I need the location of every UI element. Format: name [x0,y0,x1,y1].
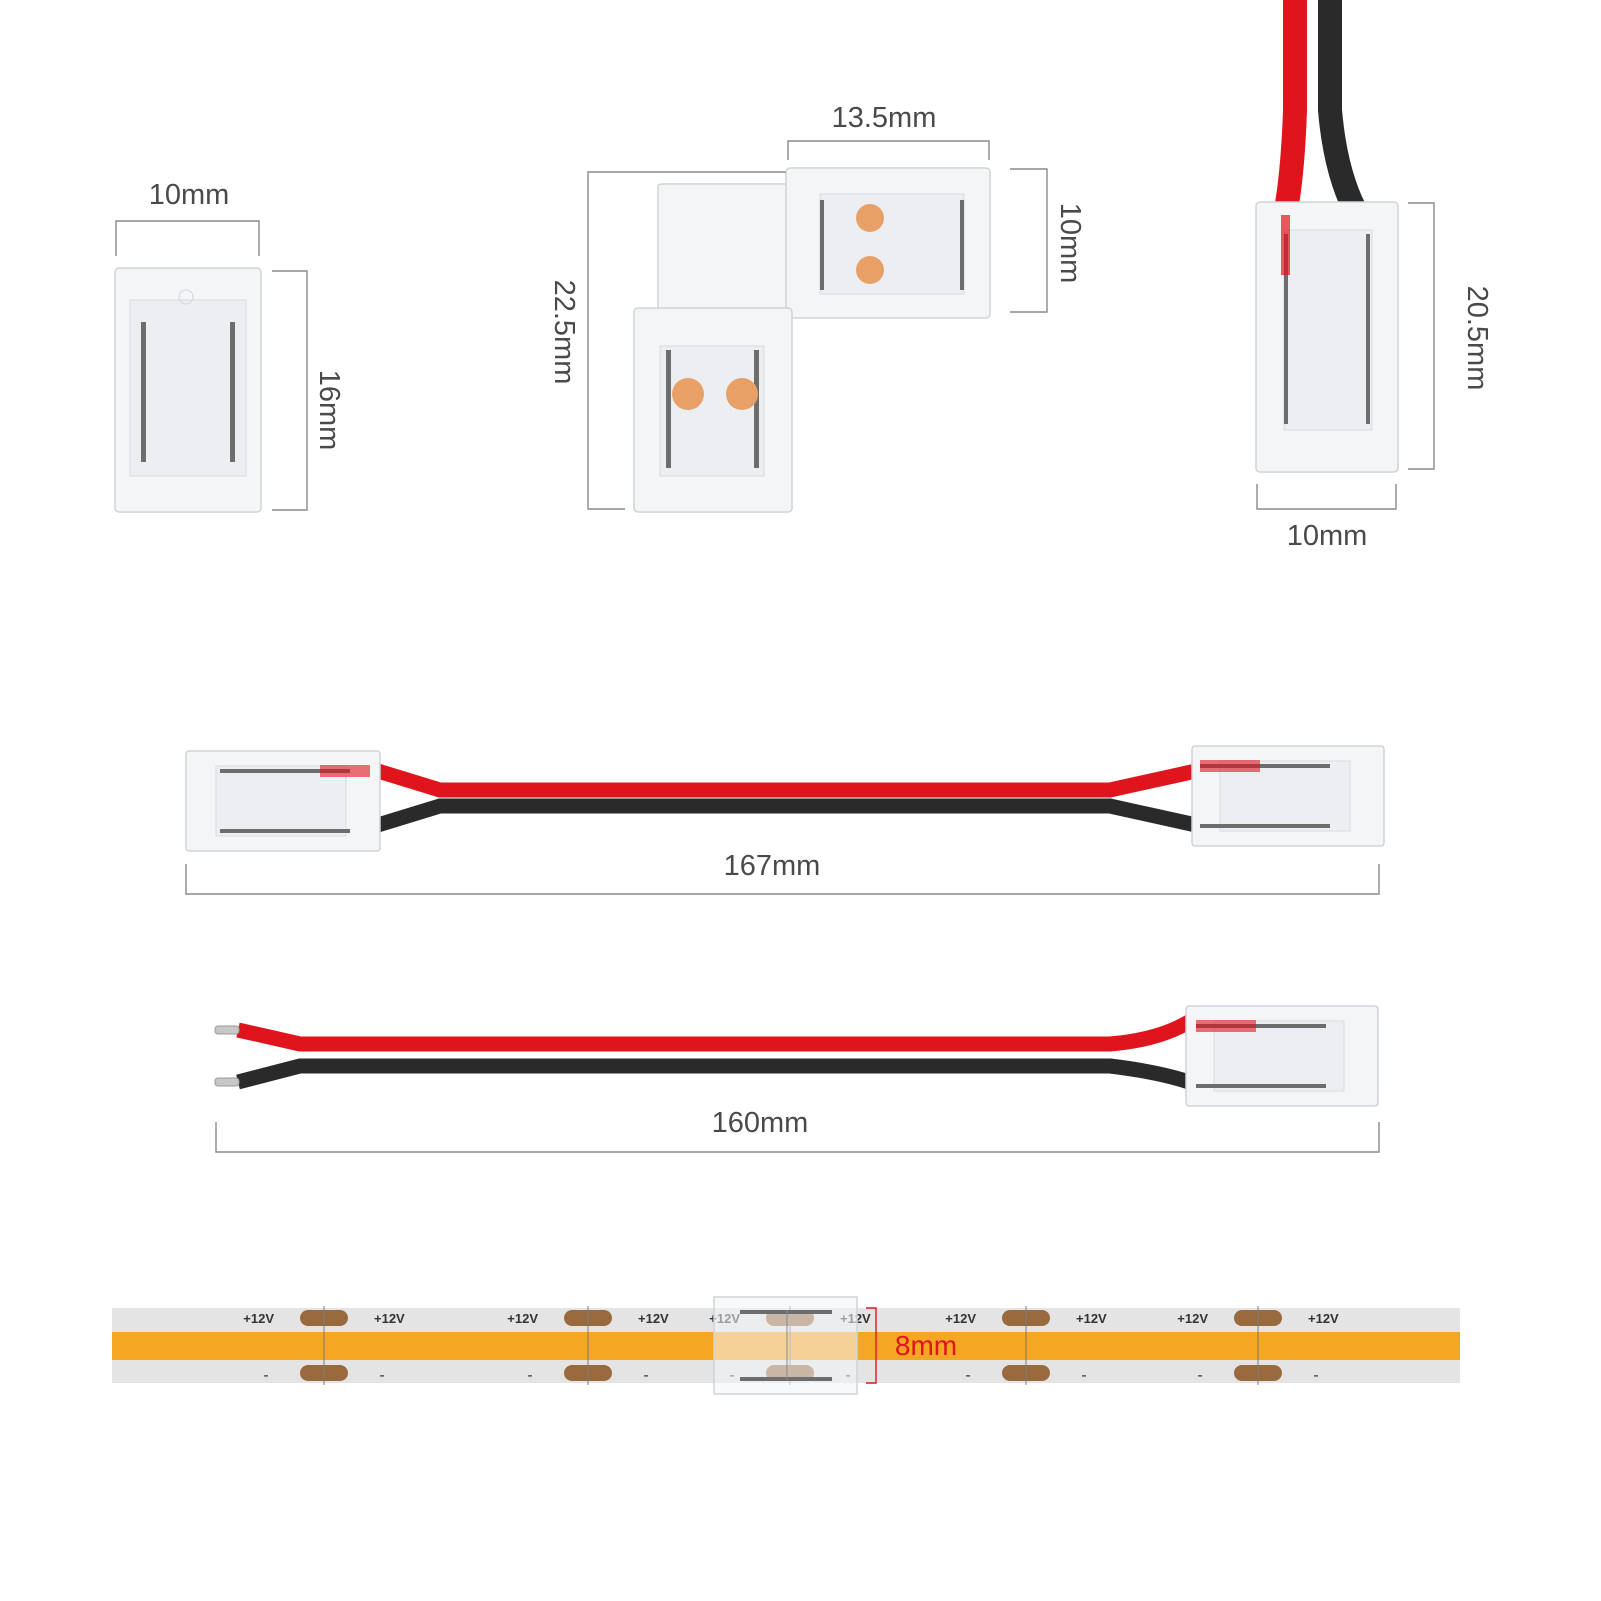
jumper-length-label: 167mm [724,850,821,882]
pigtail-pin-left [1284,234,1288,424]
corner-top-led-1 [856,204,884,232]
strip-connector-pin-top [740,1310,832,1314]
straight-connector-pin-left [141,322,146,462]
strip-minus-label: - [379,1367,384,1384]
straight-connector [114,267,262,513]
jumper-cable [185,745,1385,852]
pigtail-connector [1255,0,1399,473]
strip-plus-label: +12V [1076,1311,1107,1326]
jumper-red-wire [375,763,1198,798]
strip-width-label: 8mm [895,1330,957,1361]
corner-side-pin-right [754,350,759,468]
pigtail-connector-window [1283,229,1373,431]
jumper-left-pin-bottom [220,829,350,833]
corner-side-pin-left [666,350,671,468]
pigtail-width-dimension: 10mm [1256,484,1397,552]
corner-side-height-dimension: 10mm [1010,168,1086,313]
pigtail-cable-pin-top [1196,1024,1326,1028]
jumper-black-wire [375,798,1198,833]
corner-connector-top-window [819,193,965,295]
jumper-right-red-terminal [1200,760,1260,772]
strip-plus-label: +12V [243,1311,274,1326]
straight-height-label: 16mm [313,370,345,451]
strip-plus-label: +12V [1177,1311,1208,1326]
corner-top-width-label: 13.5mm [832,102,937,134]
strip-width-dimension: 8mm [866,1307,957,1384]
corner-connector-side-window [659,345,765,477]
straight-width-label: 10mm [149,179,230,211]
pigtail-cable-black-wire [236,1058,1195,1091]
jumper-left-window [215,765,347,837]
corner-side-led-1 [672,378,704,410]
strip-plus-label: +12V [507,1311,538,1326]
corner-connector-back [657,183,789,319]
straight-connector-pin-right [230,322,235,462]
corner-top-led-2 [856,256,884,284]
strip-plus-label: +12V [374,1311,405,1326]
pigtail-cable-window [1213,1020,1345,1092]
straight-height-dimension: 16mm [272,270,345,511]
pigtail-height-dimension: 20.5mm [1408,202,1493,470]
corner-side-height-label: 10mm [1054,203,1086,284]
corner-top-pin-right [960,200,964,290]
straight-width-dimension: 10mm [115,179,260,256]
strip-minus-label: - [263,1367,268,1384]
strip-minus-label: - [1081,1367,1086,1384]
pigtail-cable-red-terminal [1196,1020,1256,1032]
corner-side-led-2 [726,378,758,410]
corner-connector [633,167,991,513]
strip-plus-label: +12V [638,1311,669,1326]
led-strip: +12V - +12V - +12V - +12V - +12V - +12V - +12V - +12V -… [112,1296,1460,1395]
pigtail-cable-red-tip [214,1025,240,1035]
pigtail-cable-red-wire [236,1013,1196,1052]
strip-connector-pin-bottom [740,1377,832,1381]
strip-minus-label: - [643,1367,648,1384]
pigtail-pin-right [1366,234,1370,424]
strip-minus-label: - [965,1367,970,1384]
strip-minus-label: - [1197,1367,1202,1384]
pigtail-cable-pin-bottom [1196,1084,1326,1088]
straight-connector-window [129,299,247,477]
strip-plus-label: +12V [1308,1311,1339,1326]
strip-minus-label: - [1313,1367,1318,1384]
pigtail-cable-length-dimension: 160mm [215,1107,1380,1153]
jumper-right-window [1219,760,1351,832]
jumper-left-pin-top [220,769,350,773]
jumper-length-dimension: 167mm [185,850,1380,895]
pigtail-cable-length-label: 160mm [712,1107,809,1139]
pigtail-width-label: 10mm [1287,520,1368,552]
pigtail-red-terminal [1281,215,1290,275]
jumper-right-pin-top [1200,764,1330,768]
pigtail-cable [214,1005,1379,1107]
corner-top-pin-left [820,200,824,290]
pigtail-red-wire [1274,0,1307,213]
strip-plus-label: +12V [945,1311,976,1326]
straight-connector-latch [178,289,194,305]
corner-total-height-label: 22.5mm [548,280,580,385]
corner-top-width-dimension: 13.5mm [787,102,990,160]
jumper-right-pin-bottom [1200,824,1330,828]
corner-total-height-dimension: 22.5mm [548,171,786,510]
pigtail-black-wire [1318,0,1366,216]
pigtail-height-label: 20.5mm [1461,286,1493,391]
jumper-left-red-terminal [320,765,370,777]
pigtail-cable-black-tip [214,1077,240,1087]
strip-minus-label: - [527,1367,532,1384]
